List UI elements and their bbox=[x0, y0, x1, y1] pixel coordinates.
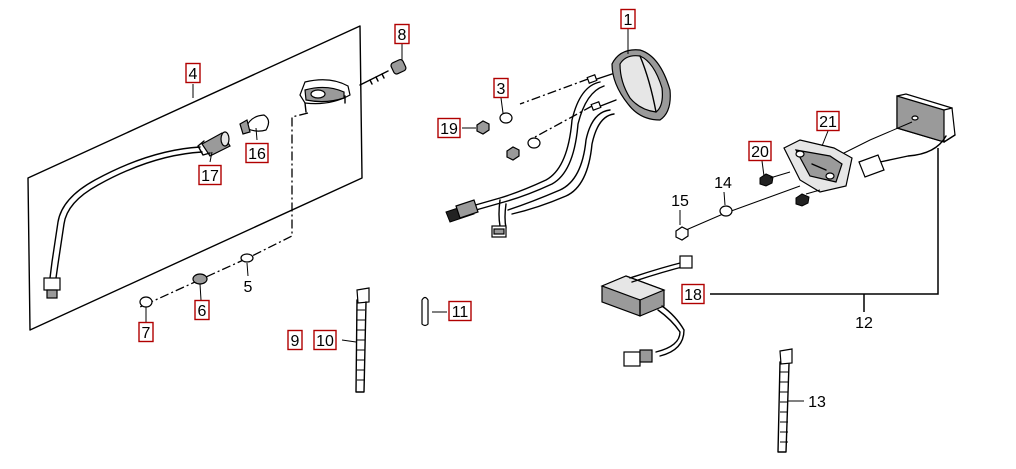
screw-axis bbox=[769, 171, 821, 195]
group-4-panel bbox=[27, 25, 363, 331]
screw-part-8 bbox=[359, 58, 407, 86]
nut-part-7 bbox=[139, 296, 153, 308]
callout-box bbox=[448, 300, 472, 322]
callout-18: 18 bbox=[681, 283, 705, 305]
callout-21: 21 bbox=[816, 110, 840, 132]
pin-part-11 bbox=[421, 296, 429, 327]
callout-box bbox=[287, 329, 303, 351]
cable-tie-part-9-10 bbox=[355, 287, 370, 393]
bulb-part-16 bbox=[239, 114, 270, 135]
callout-box bbox=[198, 164, 222, 186]
tail-light-wiring bbox=[445, 81, 615, 238]
reflector-mount-axis bbox=[841, 121, 913, 155]
callout-number: 7 bbox=[142, 325, 151, 342]
callout-number: 20 bbox=[751, 144, 769, 161]
callout-9: 9 bbox=[287, 329, 303, 351]
reflector-unit bbox=[896, 93, 956, 143]
callout-number: 11 bbox=[452, 304, 469, 321]
bracket-part-21 bbox=[783, 139, 853, 193]
callout-box bbox=[138, 321, 154, 343]
cable-tie-part-13 bbox=[777, 348, 793, 453]
washer-part-14 bbox=[719, 205, 733, 217]
callout-7: 7 bbox=[138, 321, 154, 343]
callout-number: 9 bbox=[291, 333, 300, 350]
group-12-bracket bbox=[710, 148, 939, 312]
callout-number: 19 bbox=[440, 121, 458, 138]
callout-1: 1 bbox=[620, 8, 636, 30]
callout-number: 5 bbox=[244, 279, 253, 296]
light-wire-harness bbox=[43, 146, 203, 299]
callout-box bbox=[313, 329, 337, 351]
callout-number: 8 bbox=[398, 27, 407, 44]
callout-13: 13 bbox=[808, 394, 826, 411]
socket-part-17 bbox=[197, 131, 231, 157]
callout-number: 12 bbox=[855, 315, 873, 332]
callout-20: 20 bbox=[748, 140, 772, 162]
callout-5: 5 bbox=[244, 279, 253, 296]
callout-6: 6 bbox=[194, 299, 210, 321]
callout-11: 11 bbox=[448, 300, 472, 322]
washer-part-5 bbox=[240, 253, 254, 263]
callout-number: 15 bbox=[671, 193, 689, 210]
callout-box bbox=[620, 8, 636, 30]
nut-part-19-lower bbox=[506, 146, 520, 161]
callout-number: 13 bbox=[808, 394, 826, 411]
callout-box bbox=[493, 77, 509, 99]
washer-part-3-upper bbox=[499, 112, 513, 124]
callout-14: 14 bbox=[714, 175, 732, 192]
leader-lines bbox=[145, 29, 829, 402]
callout-box bbox=[748, 140, 772, 162]
callout-number: 14 bbox=[714, 175, 732, 192]
callout-box bbox=[437, 117, 461, 139]
callout-box bbox=[245, 142, 269, 164]
assembly-axis-left bbox=[139, 112, 309, 308]
tail-light-stud-axis-lower bbox=[534, 105, 593, 138]
callout-3: 3 bbox=[493, 77, 509, 99]
screw-part-20 bbox=[759, 173, 774, 187]
callout-number: 4 bbox=[189, 66, 198, 83]
nut-axis-right bbox=[685, 185, 801, 231]
callout-number: 21 bbox=[819, 114, 837, 131]
reflector-wire bbox=[879, 135, 947, 163]
callout-number: 16 bbox=[248, 146, 266, 163]
grommet-part-6 bbox=[192, 273, 208, 285]
callout-box bbox=[194, 299, 210, 321]
callout-box bbox=[185, 62, 201, 84]
washer-part-3-lower bbox=[527, 137, 541, 149]
callout-number: 10 bbox=[316, 333, 334, 350]
tail-light-stud-axis-upper bbox=[519, 78, 589, 105]
callout-8: 8 bbox=[394, 23, 410, 45]
callout-box bbox=[394, 23, 410, 45]
callout-number: 3 bbox=[497, 81, 506, 98]
callout-19: 19 bbox=[437, 117, 461, 139]
callout-number: 17 bbox=[201, 168, 219, 185]
tail-light-assembly bbox=[586, 49, 671, 121]
callout-number: 1 bbox=[624, 12, 633, 29]
nut-part-19-upper bbox=[476, 120, 490, 135]
callout-12: 12 bbox=[855, 315, 873, 332]
nut-part-15 bbox=[675, 226, 689, 241]
callout-box bbox=[816, 110, 840, 132]
screw-bottom bbox=[795, 193, 810, 207]
callout-box bbox=[681, 283, 705, 305]
callout-15: 15 bbox=[671, 193, 689, 210]
reflector-connector bbox=[858, 154, 885, 178]
license-light-housing bbox=[299, 79, 351, 113]
callout-number: 6 bbox=[198, 303, 207, 320]
callout-number: 18 bbox=[684, 287, 702, 304]
callout-10: 10 bbox=[313, 329, 337, 351]
callout-4: 4 bbox=[185, 62, 201, 84]
relay-part-18 bbox=[600, 255, 693, 367]
callout-17: 17 bbox=[198, 164, 222, 186]
callout-16: 16 bbox=[245, 142, 269, 164]
